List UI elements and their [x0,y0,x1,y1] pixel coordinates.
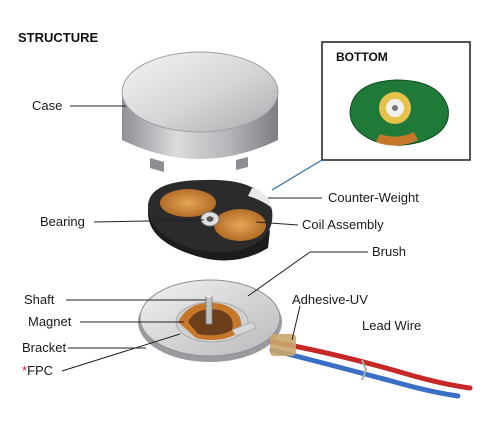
inset-connector-line [271,159,323,191]
label-fpc: *FPC [22,363,53,378]
label-fpc-mark: * [22,363,28,378]
label-magnet: Magnet [28,314,72,329]
leader-lines [61,105,368,372]
bracket-part [138,279,282,362]
label-bracket: Bracket [22,340,67,355]
rotor-part [148,179,273,261]
label-case: Case [32,98,63,113]
label-adhesive-uv: Adhesive-UV [292,292,368,307]
lead-wire-part [269,334,473,399]
label-shaft: Shaft [24,292,55,307]
label-counter-weight: Counter-Weight [328,190,419,205]
label-brush: Brush [372,244,406,259]
inset-bottom-view [321,41,471,161]
label-bearing: Bearing [40,214,85,229]
label-fpc-text: FPC [27,363,54,378]
case-part [121,51,279,172]
diagram-title: STRUCTURE [18,30,99,45]
label-lead-wire: Lead Wire [362,318,422,333]
inset-title: BOTTOM [336,50,388,64]
label-coil-assembly: Coil Assembly [302,217,384,232]
